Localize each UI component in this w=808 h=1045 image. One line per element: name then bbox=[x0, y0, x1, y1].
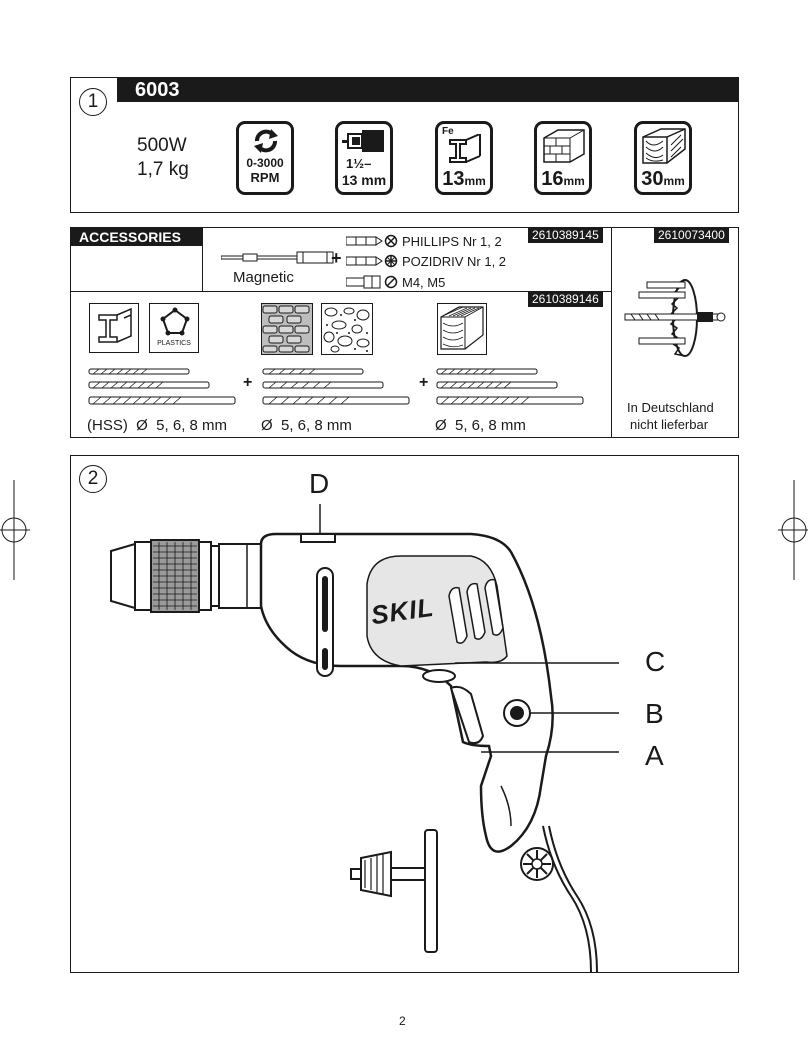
weight: 1,7 kg bbox=[137, 159, 189, 180]
section-number-1: 1 bbox=[79, 88, 107, 116]
sku-bits: 2610389145 bbox=[528, 228, 603, 243]
nutsetter-label: M4, M5 bbox=[402, 275, 446, 290]
wood-value: 30mm bbox=[637, 168, 689, 191]
model-number: 6003 bbox=[135, 79, 180, 101]
drill-set-label-wood: Ø 5, 6, 8 mm bbox=[435, 417, 526, 434]
drill-chuck-icon bbox=[110, 539, 262, 613]
steel-symbol: Fe bbox=[442, 126, 454, 137]
rotation-arrows-icon bbox=[254, 129, 278, 153]
lock-button-c bbox=[422, 669, 456, 683]
pozidriv-bit-icon bbox=[346, 254, 398, 268]
chuck-tile: 1½– 13 mm bbox=[335, 121, 393, 195]
steel-value-unit: mm bbox=[464, 174, 486, 188]
masonry-value: 16mm bbox=[537, 168, 589, 191]
registration-mark-left bbox=[0, 480, 30, 580]
drill-illustration bbox=[110, 504, 619, 972]
accessories-title: ACCESSORIES bbox=[79, 229, 181, 245]
plastics-label: PLASTICS bbox=[157, 340, 191, 347]
phillips-label: PHILLIPS Nr 1, 2 bbox=[402, 234, 502, 249]
steel-value-number: 13 bbox=[442, 168, 465, 190]
masonry-value-number: 16 bbox=[541, 168, 564, 190]
stone-material-icon bbox=[321, 303, 373, 355]
pozidriv-label: POZIDRIV Nr 1, 2 bbox=[402, 254, 507, 269]
magnetic-label: Magnetic bbox=[233, 269, 294, 286]
section-2-drill-diagram: 2 bbox=[70, 455, 739, 973]
drill-bits-masonry-set-icon bbox=[262, 368, 410, 405]
plus-sign-set-1: + bbox=[243, 374, 253, 391]
callout-b: B bbox=[645, 698, 664, 729]
divider-title-vertical bbox=[202, 228, 203, 291]
callout-a: A bbox=[645, 740, 664, 771]
steel-beam-material-icon bbox=[89, 303, 139, 353]
phillips-bit-icon bbox=[346, 234, 398, 248]
registration-mark-right bbox=[778, 480, 808, 580]
wood-value-unit: mm bbox=[663, 174, 685, 188]
wood-tile: 30mm bbox=[634, 121, 692, 195]
plastics-material-icon: PLASTICS bbox=[149, 303, 199, 353]
wood-grain-icon bbox=[642, 128, 686, 164]
holesaw-note-line-2: nicht lieferbar bbox=[630, 417, 709, 432]
chuck-range-bottom: 13 mm bbox=[341, 172, 387, 188]
nutsetter-bit-icon bbox=[346, 275, 398, 289]
speed-value: 0-3000 bbox=[246, 156, 284, 170]
masonry-value-unit: mm bbox=[563, 174, 585, 188]
divider-horizontal bbox=[71, 291, 611, 292]
power-rating: 500W bbox=[137, 135, 187, 156]
holesaw-note-line-1: In Deutschland bbox=[627, 400, 714, 415]
steel-tile: Fe 13mm bbox=[435, 121, 493, 195]
drill-bits-hss-set-icon bbox=[88, 368, 236, 405]
drill-set-label-hss: (HSS) Ø 5, 6, 8 mm bbox=[87, 417, 228, 434]
accessories-title-bar: ACCESSORIES bbox=[71, 228, 202, 246]
speed-unit: RPM bbox=[250, 170, 280, 185]
page-number: 2 bbox=[399, 1014, 406, 1028]
plus-sign-bits: + bbox=[331, 248, 342, 268]
chuck-range-top: 1½– bbox=[346, 156, 372, 171]
brick-material-icon bbox=[261, 303, 313, 355]
on-off-trigger-a bbox=[449, 685, 485, 745]
divider-right-vertical bbox=[611, 228, 612, 437]
drill-bits-wood-set-icon bbox=[436, 368, 584, 405]
sku-holesaw: 2610073400 bbox=[654, 228, 729, 243]
pentagon-icon bbox=[160, 307, 190, 336]
hole-saw-icon bbox=[624, 279, 726, 357]
brick-wall-icon bbox=[543, 129, 585, 163]
section-number-2: 2 bbox=[79, 465, 107, 493]
wood-value-number: 30 bbox=[641, 168, 664, 190]
steel-beam-icon bbox=[449, 134, 481, 163]
section-1-specs: 1 6003 500W 1,7 kg 0-3000 RPM 1½– 13 mm … bbox=[70, 77, 739, 213]
sku-drills: 2610389146 bbox=[528, 292, 603, 307]
callout-d: D bbox=[309, 468, 330, 499]
chuck-icon bbox=[342, 130, 384, 152]
drill-set-label-masonry: Ø 5, 6, 8 mm bbox=[261, 417, 352, 434]
plus-sign-set-2: + bbox=[419, 374, 429, 391]
direction-switch-d bbox=[300, 533, 336, 543]
accessories-panel: ACCESSORIES Magnetic + PHILLIPS Nr 1, 2 bbox=[70, 227, 739, 438]
masonry-tile: 16mm bbox=[534, 121, 592, 195]
speed-tile: 0-3000 RPM bbox=[236, 121, 294, 195]
model-title-bar: 6003 bbox=[117, 78, 738, 102]
wood-material-icon bbox=[437, 303, 487, 355]
callout-c: C bbox=[645, 646, 666, 677]
steel-value: 13mm bbox=[438, 168, 490, 191]
chuck-key-icon bbox=[350, 829, 438, 953]
magnetic-bit-holder-icon bbox=[221, 251, 334, 264]
